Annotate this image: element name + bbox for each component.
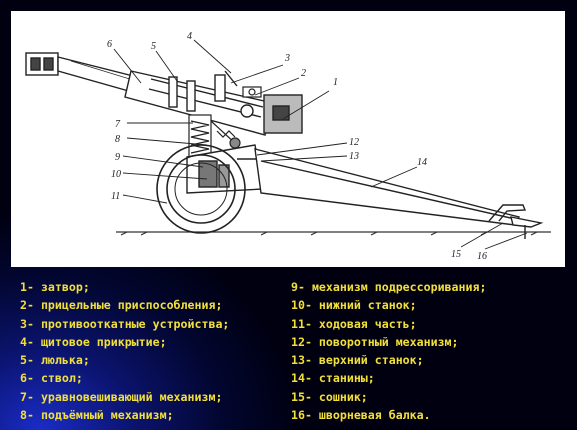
- callout-6: 6: [107, 39, 112, 50]
- callout-16: 16: [477, 251, 487, 262]
- trail: [254, 148, 544, 239]
- callout-4: 4: [187, 31, 192, 42]
- legend-item-10: 10- нижний станок;: [291, 298, 417, 313]
- legend-item-2: 2- прицельные приспособления;: [20, 298, 223, 313]
- legend-item-6: 6- ствол;: [20, 371, 83, 386]
- shield: [214, 70, 238, 102]
- legend-item-14: 14- станины;: [291, 371, 375, 386]
- callout-14: 14: [417, 157, 427, 168]
- sight: [242, 86, 262, 98]
- legend-item-3: 3- противооткатные устройства;: [20, 316, 230, 331]
- legend-item-8: 8- подъёмный механизм;: [20, 408, 174, 423]
- callout-5: 5: [151, 41, 156, 52]
- leader-lines: [113, 39, 528, 250]
- callout-8: 8: [115, 134, 120, 145]
- legend-item-5: 5- люлька;: [20, 353, 90, 368]
- balancing-mechanism: [188, 114, 241, 162]
- callout-11: 11: [111, 191, 120, 202]
- legend-item-7: 7- уравновешивающий механизм;: [20, 389, 223, 404]
- legend-item-1: 1- затвор;: [20, 280, 90, 294]
- callout-1: 1: [333, 77, 338, 88]
- callout-13: 13: [349, 151, 359, 162]
- gun-diagram: 1 2 3 4 5 6 7 8 9 10 11 12 13 14 15 16: [25, 31, 551, 262]
- callout-2: 2: [301, 68, 306, 79]
- legend-item-11: 11- ходовая часть;: [291, 316, 417, 331]
- legend-item-12: 12- поворотный механизм;: [291, 334, 459, 349]
- legend-item-13: 13- верхний станок;: [291, 353, 424, 368]
- callout-3: 3: [284, 53, 290, 64]
- legend-item-9: 9- механизм подрессоривания;: [291, 280, 487, 294]
- callout-10: 10: [111, 169, 121, 180]
- breech: [240, 94, 303, 134]
- gun-diagram-panel: 1 2 3 4 5 6 7 8 9 10 11 12 13 14 15 16: [11, 11, 565, 267]
- legend-column-right: 9- механизм подрессоривания; 10- нижний …: [291, 278, 486, 424]
- callout-15: 15: [451, 249, 461, 260]
- muzzle-brake: [25, 52, 59, 76]
- legend: 1- затвор; 2- прицельные приспособления;…: [0, 278, 577, 428]
- legend-item-15: 15- сошник;: [291, 389, 368, 404]
- legend-item-16: 16- шворневая балка.: [291, 408, 431, 423]
- callout-12: 12: [349, 137, 359, 148]
- callout-7: 7: [115, 119, 121, 130]
- legend-column-left: 1- затвор; 2- прицельные приспособления;…: [20, 278, 229, 424]
- callout-9: 9: [115, 152, 120, 163]
- legend-item-4: 4- щитовое прикрытие;: [20, 334, 167, 349]
- wheel: [156, 144, 246, 234]
